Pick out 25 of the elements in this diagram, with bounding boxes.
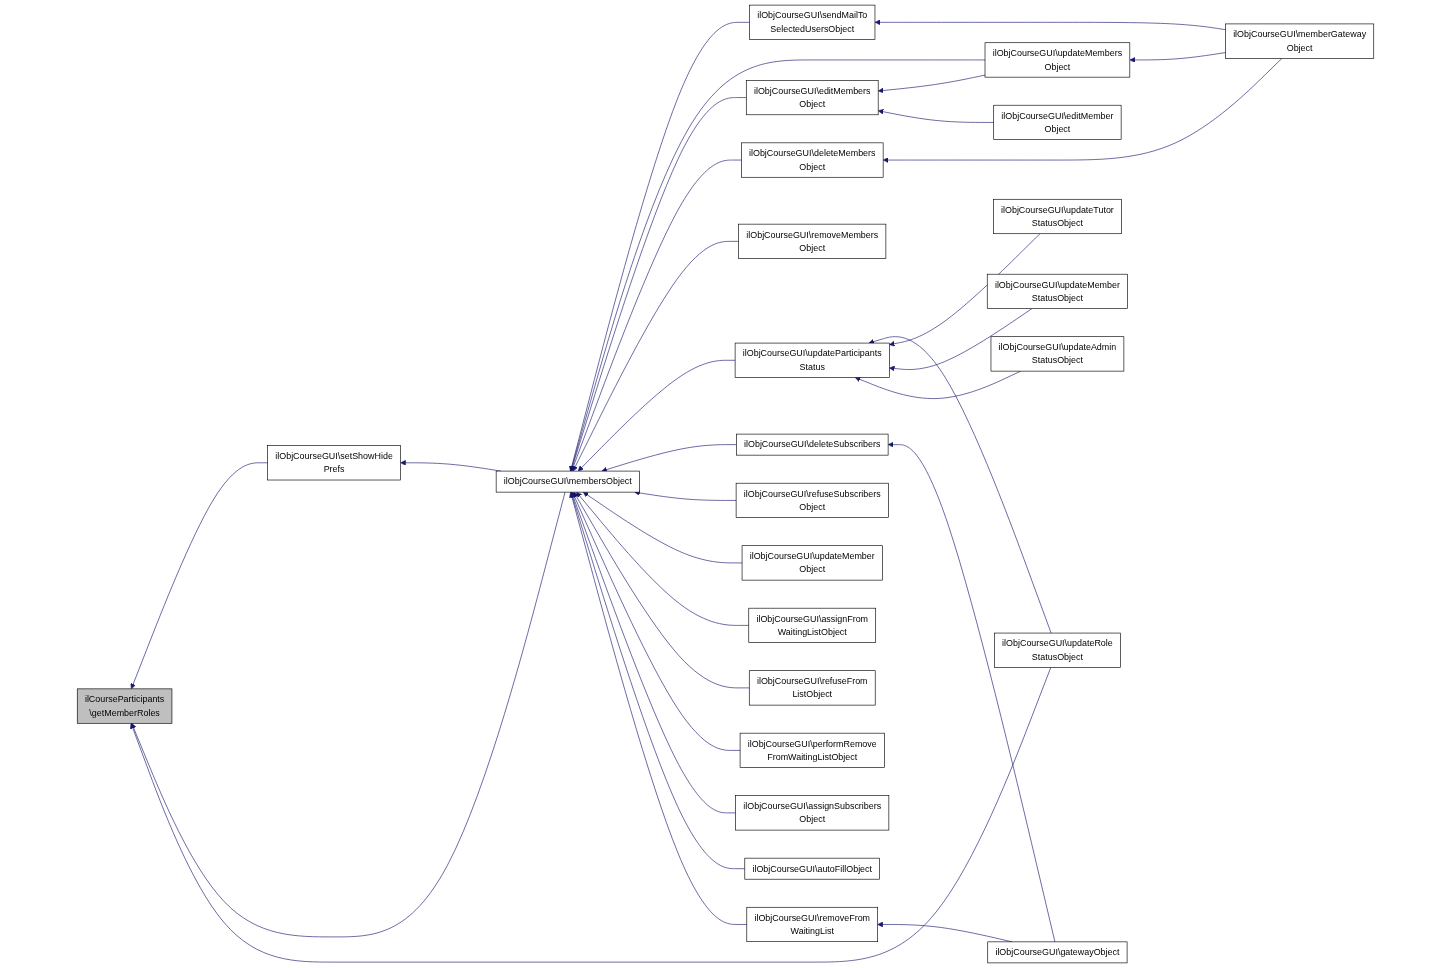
node-box: ilObjCourseGUI\updateAdmin StatusObject — [990, 336, 1125, 372]
node-box: ilObjCourseGUI\autoFillObject — [744, 857, 880, 880]
node-box: ilObjCourseGUI\updateRole StatusObject — [994, 632, 1121, 668]
node-box: ilObjCourseGUI\editMembers Object — [745, 80, 879, 116]
node-box: ilObjCourseGUI\deleteSubscribers — [736, 433, 889, 456]
node-box: ilObjCourseGUI\membersObject — [495, 470, 640, 493]
node-box: ilObjCourseGUI\removeFrom WaitingList — [746, 906, 878, 943]
node-box: ilObjCourseGUI\updateParticipants Status — [734, 342, 890, 378]
node-box: ilObjCourseGUI\updateMembers Object — [984, 42, 1131, 78]
node-box: ilObjCourseGUI\setShowHide Prefs — [267, 445, 401, 481]
node-box: ilObjCourseGUI\refuseFrom ListObject — [748, 670, 876, 706]
node-box: ilObjCourseGUI\editMember Object — [993, 104, 1122, 140]
node-box: ilCourseParticipants \getMemberRoles — [76, 688, 173, 724]
node-box: ilObjCourseGUI\updateTutor StatusObject — [993, 198, 1122, 235]
node-box: ilObjCourseGUI\updateMember StatusObject — [986, 273, 1128, 309]
node-box: ilObjCourseGUI\sendMailTo SelectedUsersObject — [749, 4, 876, 40]
node-box: ilObjCourseGUI\assignSubscribers Object — [735, 795, 890, 831]
node-box: ilObjCourseGUI\memberGateway Object — [1225, 23, 1375, 59]
node-box: ilObjCourseGUI\performRemove FromWaitingListObject — [739, 732, 885, 768]
node-box: ilObjCourseGUI\updateMember Object — [741, 545, 883, 581]
node-box: ilObjCourseGUI\gatewayObject — [987, 941, 1128, 964]
node-box: ilObjCourseGUI\assignFrom WaitingListObject — [748, 607, 877, 643]
node-box: ilObjCourseGUI\deleteMembers Object — [741, 142, 884, 178]
node-box: ilObjCourseGUI\refuseSubscribers Object — [735, 482, 889, 518]
node-box: ilObjCourseGUI\removeMembers Object — [738, 223, 887, 259]
